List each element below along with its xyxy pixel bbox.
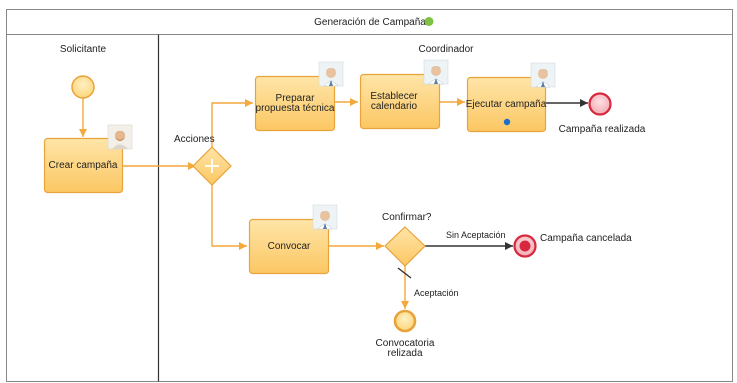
end-event-realizada[interactable] bbox=[588, 92, 612, 116]
performer-avatar-icon bbox=[423, 59, 449, 85]
lane-label-solicitante: Solicitante bbox=[60, 44, 107, 55]
task-label: Ejecutar campaña bbox=[466, 99, 547, 110]
gateway-label-confirmar: Confirmar? bbox=[382, 212, 432, 223]
terminate-icon bbox=[519, 240, 531, 252]
end-event-convocatoria[interactable] bbox=[393, 309, 417, 333]
default-flow-slash-icon bbox=[397, 267, 412, 279]
task-ejecutar-campana[interactable]: Ejecutar campaña bbox=[466, 76, 547, 133]
end-event-label-line1: Convocatoria bbox=[376, 338, 435, 349]
end-event-label-realizada: Campaña realizada bbox=[559, 124, 646, 135]
end-event-label-cancelada: Campaña cancelada bbox=[540, 233, 632, 244]
flow-acciones-preparar bbox=[211, 99, 253, 148]
task-label-line2: calendario bbox=[371, 101, 418, 112]
performer-avatar-icon bbox=[107, 124, 133, 150]
task-label: Crear campaña bbox=[49, 160, 118, 171]
task-label-line1: Preparar bbox=[276, 93, 316, 104]
task-label-line1: Establecer bbox=[370, 91, 418, 102]
performer-avatar-icon bbox=[318, 61, 344, 87]
task-label-line2: propuesta técnica bbox=[256, 103, 335, 114]
flow-label-sin-aceptacion: Sin Aceptación bbox=[446, 230, 506, 240]
gateway-confirmar[interactable] bbox=[384, 226, 426, 267]
performer-avatar-icon bbox=[530, 62, 556, 88]
sequence-flows bbox=[79, 98, 465, 309]
gateway-acciones[interactable] bbox=[192, 146, 232, 186]
pool-frame bbox=[6, 9, 733, 382]
task-convocar[interactable]: Convocar bbox=[248, 218, 330, 275]
start-event[interactable] bbox=[71, 75, 95, 99]
task-preparar-propuesta[interactable]: Preparar propuesta técnica bbox=[254, 75, 336, 132]
flow-acciones-convocar bbox=[211, 184, 247, 250]
message-flows bbox=[425, 99, 588, 250]
parallel-plus-icon bbox=[205, 159, 219, 173]
end-event-cancelada[interactable] bbox=[513, 234, 537, 258]
status-dot-icon bbox=[424, 17, 434, 26]
task-crear-campana[interactable]: Crear campaña bbox=[43, 137, 124, 194]
subprocess-marker-icon bbox=[503, 118, 511, 126]
flow-label-aceptacion: Aceptación bbox=[414, 288, 459, 298]
task-label: Convocar bbox=[268, 241, 311, 252]
lane-label-coordinador: Coordinador bbox=[418, 44, 474, 55]
pool-title: Generación de Campaña bbox=[314, 17, 426, 28]
gateway-label-acciones: Acciones bbox=[174, 134, 215, 145]
performer-avatar-icon bbox=[312, 204, 338, 230]
end-event-label-line2: relizada bbox=[387, 348, 422, 359]
task-establecer-calendario[interactable]: Establecer calendario bbox=[359, 73, 441, 130]
